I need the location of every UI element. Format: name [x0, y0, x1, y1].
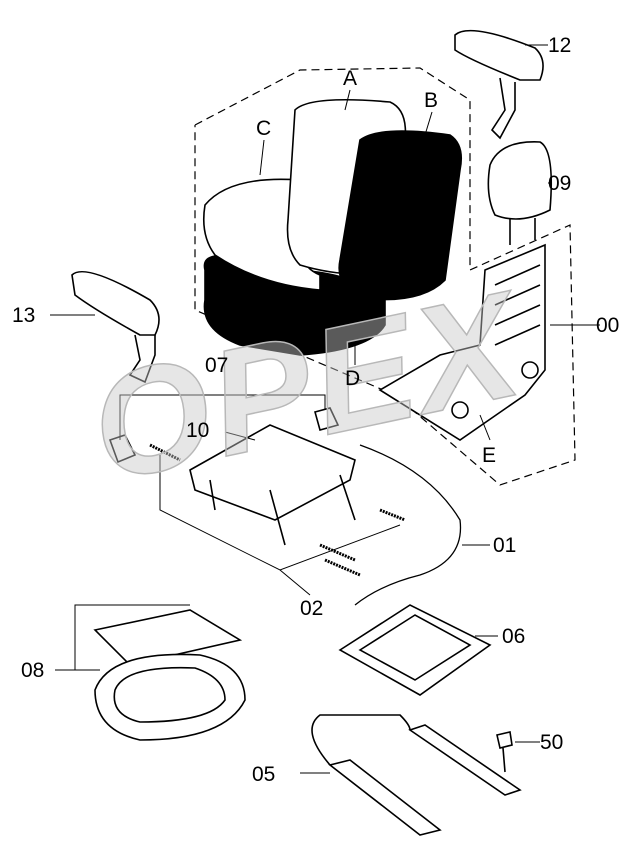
seat-assembly-outline: [194, 67, 576, 486]
bracket-left: [108, 434, 137, 464]
armrest-left: [71, 270, 160, 336]
armrest-right: [454, 29, 544, 81]
bolt: [496, 731, 513, 773]
label-50: 50: [540, 731, 564, 754]
label-C: C: [256, 117, 272, 140]
label-01: 01: [493, 534, 517, 557]
label-07: 07: [205, 354, 229, 377]
label-E: E: [482, 444, 497, 467]
slide-lever-rear: [408, 724, 522, 796]
seat-mat: [94, 653, 246, 741]
cable: [354, 444, 462, 606]
label-12: 12: [548, 34, 572, 57]
seat-back-rear: [338, 130, 463, 301]
label-08: 08: [21, 659, 45, 682]
label-13: 13: [12, 304, 36, 327]
label-06: 06: [502, 625, 526, 648]
slide-lever: [328, 759, 442, 836]
headrest: [487, 141, 553, 220]
label-02: 02: [300, 597, 324, 620]
spring: [149, 443, 406, 577]
slide-rail: [338, 604, 492, 696]
label-09: 09: [548, 172, 572, 195]
label-10: 10: [186, 419, 210, 442]
label-05: 05: [252, 763, 276, 786]
bracket-right: [314, 407, 340, 431]
label-A: A: [343, 67, 358, 90]
label-00: 00: [596, 314, 620, 337]
label-B: B: [424, 89, 439, 112]
rail-plate: [93, 609, 243, 666]
seat-frame: [378, 243, 546, 441]
suspension: [189, 424, 356, 521]
label-D: D: [345, 367, 361, 390]
